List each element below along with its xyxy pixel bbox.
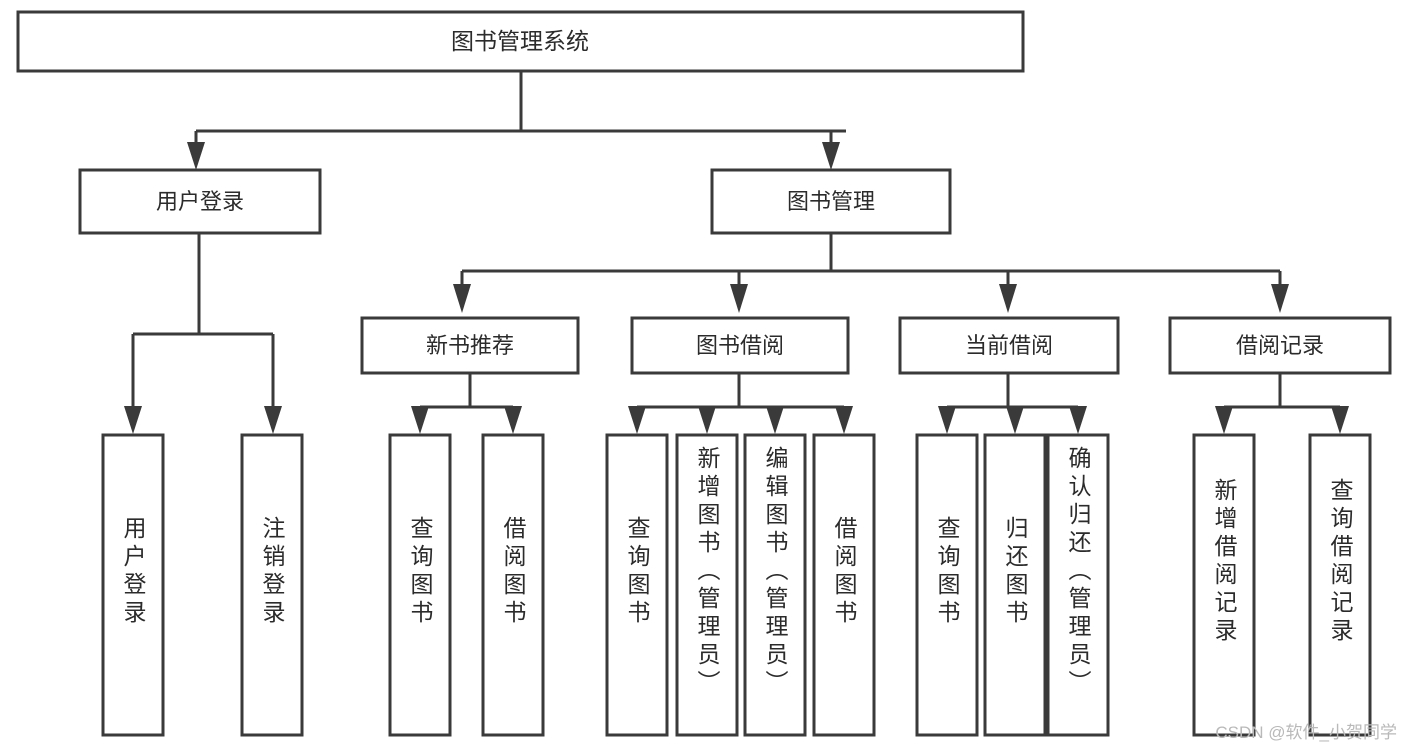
node-user-login[interactable]: 用户登录 <box>78 168 322 235</box>
node-leaf-query-book-3[interactable]: 查询图书 <box>915 433 979 737</box>
node-leaf-return-book-box[interactable] <box>983 433 1047 737</box>
node-leaf-user-login-label: 用户登录 <box>120 516 147 628</box>
arrow-head-user-login <box>187 142 205 170</box>
arrow-head-leaf-query-book-3 <box>938 406 956 434</box>
node-borrow-record-label: 借阅记录 <box>1236 333 1324 358</box>
node-leaf-confirm-return[interactable]: 确认归还（管理员） <box>1046 433 1110 737</box>
node-borrow-record-box[interactable] <box>1168 316 1392 375</box>
connector-borrow-record-to-leaves <box>1215 373 1349 434</box>
node-leaf-add-book-label: 新增图书（管理员） <box>694 446 721 698</box>
node-new-book-recommend[interactable]: 新书推荐 <box>360 316 580 375</box>
node-book-borrow[interactable]: 图书借阅 <box>630 316 850 375</box>
node-leaf-return-book-label: 归还图书 <box>1002 516 1029 628</box>
node-leaf-query-book-2[interactable]: 查询图书 <box>605 433 669 737</box>
node-new-book-recommend-label: 新书推荐 <box>426 333 514 358</box>
node-leaf-user-logout[interactable]: 注销登录 <box>240 433 304 737</box>
node-leaf-user-login[interactable]: 用户登录 <box>101 433 165 737</box>
node-user-login-box[interactable] <box>78 168 322 235</box>
arrow-head-book-borrow <box>730 284 748 313</box>
node-leaf-confirm-return-box[interactable] <box>1046 433 1110 737</box>
node-leaf-query-record[interactable]: 查询借阅记录 <box>1308 433 1372 737</box>
node-leaf-query-book-3-box[interactable] <box>915 433 979 737</box>
node-leaf-borrow-book-1[interactable]: 借阅图书 <box>481 433 545 737</box>
node-leaf-query-book-1-label: 查询图书 <box>407 516 434 628</box>
arrow-head-leaf-edit-book <box>766 406 784 434</box>
arrow-head-new-book-recommend <box>453 284 471 313</box>
node-leaf-user-logout-box[interactable] <box>240 433 304 737</box>
node-leaf-borrow-book-1-label: 借阅图书 <box>500 516 527 628</box>
arrow-head-leaf-return-book <box>1006 406 1024 434</box>
node-leaf-edit-book-box[interactable] <box>743 433 807 737</box>
node-borrow-record[interactable]: 借阅记录 <box>1168 316 1392 375</box>
node-leaf-edit-book[interactable]: 编辑图书（管理员） <box>743 433 807 737</box>
node-user-login-label: 用户登录 <box>156 189 244 214</box>
node-book-manage-label: 图书管理 <box>787 189 875 214</box>
node-current-borrow-label: 当前借阅 <box>965 333 1053 358</box>
arrow-head-leaf-query-record <box>1331 406 1349 434</box>
connector-book-manage-to-level3 <box>453 233 1289 313</box>
arrow-head-leaf-user-logout <box>264 406 282 434</box>
node-root-label: 图书管理系统 <box>451 28 589 54</box>
node-leaf-query-book-1[interactable]: 查询图书 <box>388 433 452 737</box>
node-book-borrow-label: 图书借阅 <box>696 333 784 358</box>
node-new-book-recommend-box[interactable] <box>360 316 580 375</box>
node-leaf-add-book[interactable]: 新增图书（管理员） <box>675 433 739 737</box>
connector-new-book-recommend-to-leaves <box>411 373 522 434</box>
node-leaf-borrow-book-2[interactable]: 借阅图书 <box>812 433 876 737</box>
node-leaf-confirm-return-label: 确认归还（管理员） <box>1065 446 1092 698</box>
arrow-head-leaf-borrow-book-1 <box>504 406 522 434</box>
connector-current-borrow-to-leaves <box>938 373 1087 434</box>
connector-book-borrow-to-leaves <box>628 373 853 434</box>
arrow-head-leaf-add-record <box>1215 406 1233 434</box>
node-leaf-query-book-2-label: 查询图书 <box>624 516 651 628</box>
node-leaf-borrow-book-2-box[interactable] <box>812 433 876 737</box>
node-leaf-query-record-box[interactable] <box>1308 433 1372 737</box>
node-current-borrow[interactable]: 当前借阅 <box>898 316 1120 375</box>
node-leaf-borrow-book-2-label: 借阅图书 <box>831 516 858 628</box>
arrow-head-leaf-query-book-2 <box>628 406 646 434</box>
node-leaf-query-record-label: 查询借阅记录 <box>1327 478 1354 646</box>
node-leaf-edit-book-label: 编辑图书（管理员） <box>762 446 789 698</box>
arrow-head-leaf-borrow-book-2 <box>835 406 853 434</box>
arrow-head-leaf-user-login <box>124 406 142 434</box>
arrow-head-leaf-add-book <box>698 406 716 434</box>
arrow-head-leaf-query-book-1 <box>411 406 429 434</box>
node-leaf-user-logout-label: 注销登录 <box>259 516 286 628</box>
connector-user-login-to-leaves <box>124 233 282 434</box>
arrow-head-borrow-record <box>1271 284 1289 313</box>
node-leaf-query-book-1-box[interactable] <box>388 433 452 737</box>
node-root-box[interactable] <box>16 10 1025 73</box>
node-leaf-query-book-2-box[interactable] <box>605 433 669 737</box>
node-leaf-add-record-label: 新增借阅记录 <box>1211 478 1238 646</box>
node-leaf-add-book-box[interactable] <box>675 433 739 737</box>
node-leaf-borrow-book-1-box[interactable] <box>481 433 545 737</box>
node-leaf-user-login-box[interactable] <box>101 433 165 737</box>
node-leaf-add-record-box[interactable] <box>1192 433 1256 737</box>
node-leaf-add-record[interactable]: 新增借阅记录 <box>1192 433 1256 737</box>
arrow-head-leaf-confirm-return <box>1069 406 1087 434</box>
node-current-borrow-box[interactable] <box>898 316 1120 375</box>
node-root[interactable]: 图书管理系统 <box>16 10 1025 73</box>
node-leaf-return-book[interactable]: 归还图书 <box>983 433 1047 737</box>
node-leaf-query-book-3-label: 查询图书 <box>934 516 961 628</box>
node-book-manage[interactable]: 图书管理 <box>710 168 952 235</box>
node-book-borrow-box[interactable] <box>630 316 850 375</box>
arrow-head-book-manage <box>822 142 840 170</box>
connector-root-to-level2 <box>187 71 846 170</box>
node-book-manage-box[interactable] <box>710 168 952 235</box>
arrow-head-current-borrow <box>999 284 1017 313</box>
